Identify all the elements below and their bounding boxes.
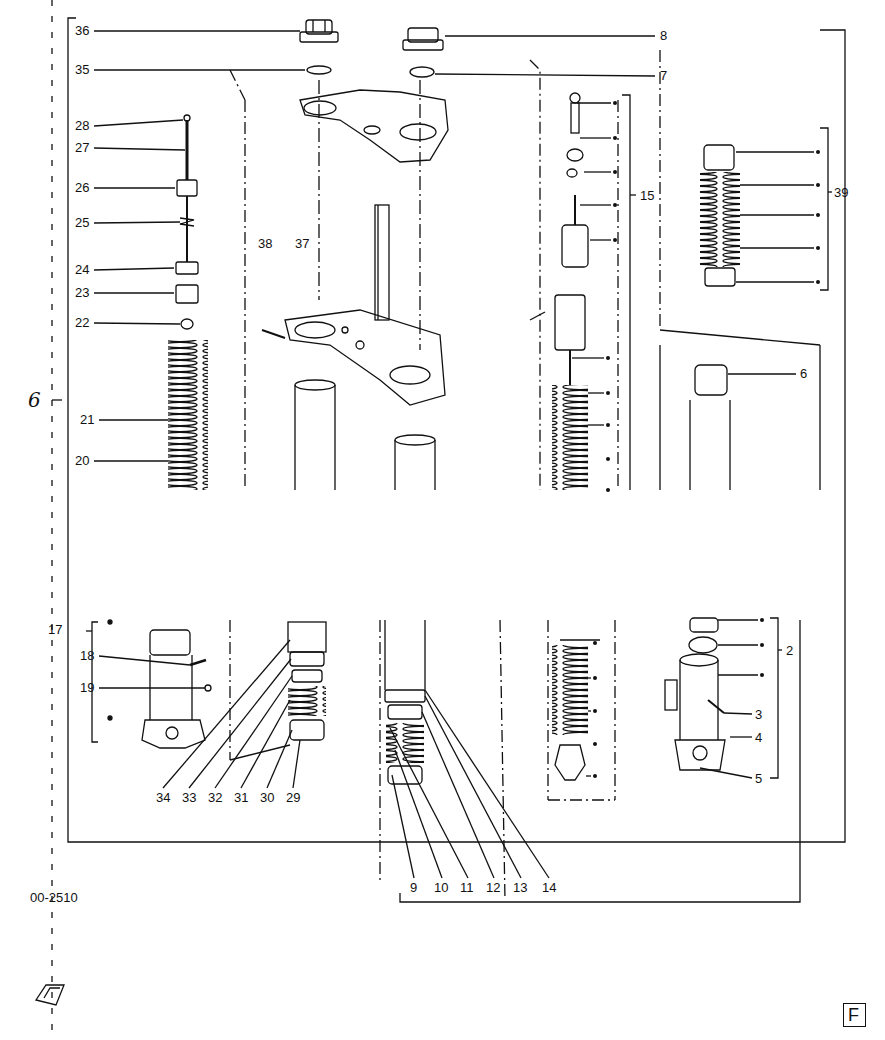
callout-number: 10 [434,880,448,895]
callout-number: 17 [48,622,62,637]
callout-number: 19 [80,680,94,695]
callout-number: 4 [755,730,762,745]
callout-number: 34 [156,790,170,805]
callout-number: 13 [513,880,527,895]
callout-number: 26 [75,180,89,195]
callout-number: 5 [755,771,762,786]
callout-number: 6 [800,366,807,381]
callout-number: 32 [208,790,222,805]
group-number: 6 [28,389,41,411]
callout-number: 3 [755,707,762,722]
callout-number: 36 [75,23,89,38]
callout-number: 14 [542,880,556,895]
callout-number: 30 [260,790,274,805]
page-tab: F [843,1003,866,1027]
callout-number: 37 [295,236,309,251]
callout-number: 22 [75,315,89,330]
callout-number: 8 [660,28,667,43]
callout-number: 9 [410,880,417,895]
callout-number: 20 [75,453,89,468]
callout-number: 18 [80,648,94,663]
callout-number: 24 [75,262,89,277]
callout-number: 2 [786,643,793,658]
callout-number: 28 [75,118,89,133]
callout-number: 15 [640,188,654,203]
callout-number: 25 [75,215,89,230]
callout-number: 23 [75,285,89,300]
callout-number: 21 [80,412,94,427]
callout-number: 39 [834,185,848,200]
callout-number: 11 [460,880,474,895]
callout-number: 00-2510 [30,890,78,905]
callout-number: 35 [75,62,89,77]
callout-number: 27 [75,140,89,155]
callout-number: 12 [486,880,500,895]
callout-number: 33 [182,790,196,805]
callout-number: 38 [258,236,272,251]
callout-number: 7 [660,68,667,83]
callout-number: 31 [234,790,248,805]
callout-number: 29 [286,790,300,805]
